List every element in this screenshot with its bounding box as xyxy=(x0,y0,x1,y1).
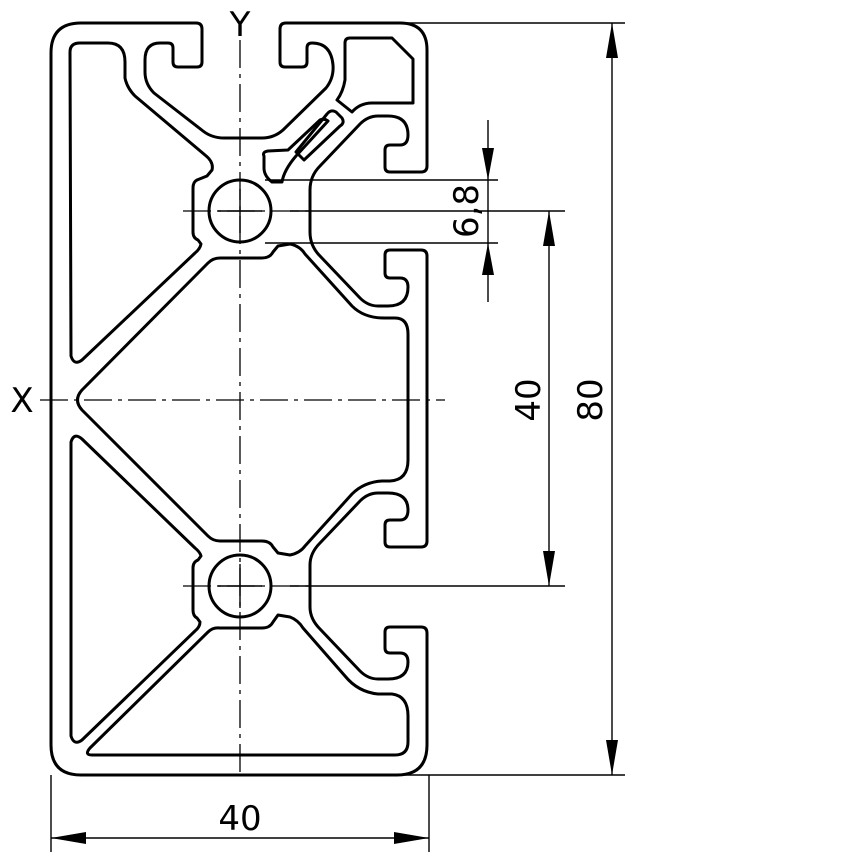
dimension-hole-spacing: 40 xyxy=(290,210,565,587)
cavity-middle xyxy=(76,242,410,557)
arrow-icon xyxy=(606,740,618,775)
x-axis-label: X xyxy=(10,381,33,421)
arrow-icon xyxy=(606,23,618,58)
dimension-width: 40 xyxy=(50,775,430,852)
arrow-icon xyxy=(543,211,555,246)
width-dimension-label: 40 xyxy=(218,799,261,839)
height-dimension-label: 80 xyxy=(571,378,611,421)
dimension-hole-diameter: 6,8 xyxy=(265,120,498,302)
arrow-icon xyxy=(51,832,86,844)
arrow-icon xyxy=(482,148,494,180)
hole-diameter-dimension-label: 6,8 xyxy=(447,184,487,238)
cavity-rib-gap xyxy=(262,117,330,184)
dimension-height: 80 xyxy=(400,22,625,776)
cavity-bottom xyxy=(85,613,410,757)
arrow-icon xyxy=(394,832,429,844)
y-axis-label: Y xyxy=(229,5,251,45)
cavity-upper-left xyxy=(68,41,214,364)
cavity-top-right xyxy=(335,36,415,114)
hole-spacing-dimension-label: 40 xyxy=(509,378,549,421)
arrow-icon xyxy=(482,243,494,275)
arrow-icon xyxy=(543,551,555,586)
cavity-small-rib xyxy=(294,109,345,162)
profile-outer-contour xyxy=(49,21,429,777)
cavity-lower-left xyxy=(69,434,203,744)
